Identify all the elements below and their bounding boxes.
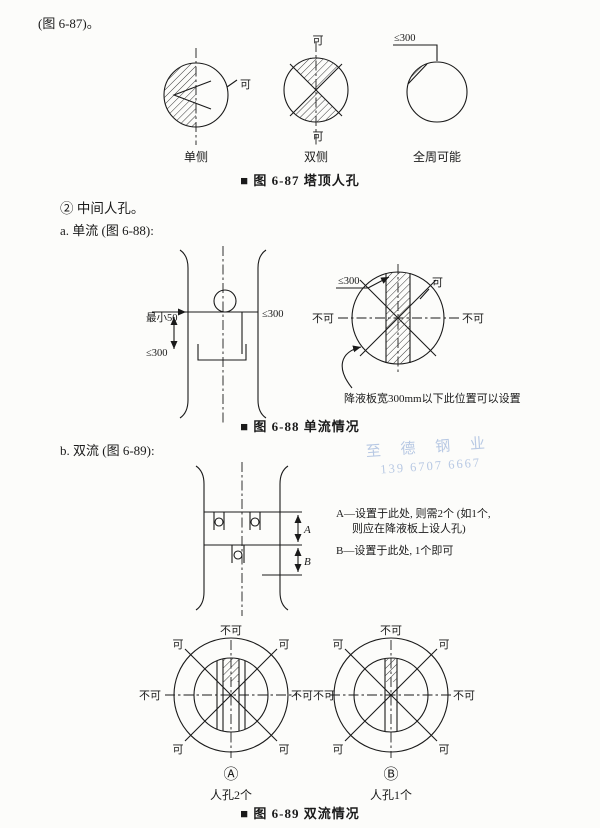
tray-circle (193, 657, 269, 733)
circle-b-tag: Ⓑ (383, 767, 399, 783)
hatch-region (293, 90, 339, 123)
section-heading-middle-manhole: ② 中间人孔。 (60, 201, 145, 216)
label-ok: 可 (439, 639, 450, 651)
manhole-circle-full (406, 61, 468, 123)
label-no: 不可 (453, 690, 475, 702)
shell-line (279, 465, 289, 611)
hatch-region (293, 57, 339, 90)
label-variant-double: 双侧 (304, 150, 328, 164)
label-min50: 最小50 (146, 312, 178, 324)
diagonal-line (344, 648, 438, 742)
hatch-region (164, 63, 196, 127)
tray-circle (353, 657, 429, 733)
label-ok: 可 (333, 744, 344, 756)
circle-a-caption: Ⓐ 人孔2个 (171, 768, 291, 803)
label-le300: ≤300 (338, 276, 360, 287)
label-ok: 可 (240, 79, 251, 91)
label-no: 不可 (312, 313, 334, 325)
weir-circle (233, 550, 243, 560)
shell-circle (173, 637, 289, 753)
label-le300: ≤300 (394, 33, 416, 44)
label-no: 不可 (462, 313, 484, 325)
hatch-region (386, 272, 410, 364)
label-dim-a: A (303, 524, 311, 536)
fig-6-89-note-b: B—设置于此处, 1个即可 (336, 545, 454, 557)
label-ok: 可 (279, 639, 290, 651)
shell-line (257, 249, 267, 419)
label-variant-single: 单侧 (184, 150, 208, 164)
chord-line (407, 63, 428, 85)
fig-6-88-note: 降液板宽300mm以下此位置可以设置 (344, 393, 521, 405)
label-ok: 可 (173, 744, 184, 756)
label-ok: 可 (333, 639, 344, 651)
seal-pan (197, 344, 247, 361)
leader-line (419, 288, 430, 300)
diagonal-line (184, 648, 278, 742)
leader-line (226, 79, 238, 88)
circle-a-label: 人孔2个 (209, 788, 252, 802)
weir-circle (214, 517, 224, 527)
shell-line (195, 465, 205, 611)
fig-6-89-note-a1: A—设置于此处, 则需2个 (如1个, (336, 508, 491, 520)
fig-6-89-circle-a (165, 637, 297, 758)
label-no: 不可 (220, 625, 242, 637)
weir-circle (250, 517, 260, 527)
subsection-single-flow: a. 单流 (图 6-88): (60, 223, 154, 238)
intro-text: (图 6-87)。 (38, 16, 100, 31)
subsection-double-flow: b. 双流 (图 6-89): (60, 443, 155, 458)
circle-b-caption: Ⓑ 人孔1个 (331, 768, 451, 803)
label-no: 不可 (380, 625, 402, 637)
label-no: 不可 (139, 690, 161, 702)
dimension-line (393, 44, 438, 61)
fig-6-89-circle-b (330, 637, 452, 758)
label-ok: 可 (439, 744, 450, 756)
leader-line (367, 276, 390, 289)
shell-circle (333, 637, 449, 753)
fig-6-89-vessel (195, 462, 302, 616)
shell-line (179, 249, 189, 419)
circle-a-tag: Ⓐ (223, 767, 239, 783)
fig-6-89-note-a2: 则应在降液板上设人孔) (352, 523, 466, 535)
label-le300: ≤300 (146, 348, 168, 359)
manhole-circle (213, 289, 237, 313)
fig-6-87-diagram (163, 42, 468, 147)
hatch-region (223, 658, 239, 682)
tray-circle (351, 271, 445, 365)
label-no: 不可 (313, 690, 335, 702)
circle-b-label: 人孔1个 (369, 788, 412, 802)
note-arrow (341, 345, 362, 389)
label-ok: 可 (173, 639, 184, 651)
label-ok: 可 (432, 277, 443, 289)
label-dim-b: B (304, 556, 311, 568)
hatch-region (385, 658, 397, 682)
fig-6-89-caption: ■ 图 6-89 双流情况 (240, 806, 360, 821)
fig-6-88-caption: ■ 图 6-88 单流情况 (240, 419, 360, 434)
label-no: 不可 (291, 690, 313, 702)
label-ok: 可 (313, 35, 324, 47)
label-variant-full: 全周可能 (413, 149, 461, 164)
diagonal-line (289, 63, 343, 117)
label-le300: ≤300 (262, 309, 284, 320)
fig-6-87-caption: ■ 图 6-87 塔顶人孔 (240, 173, 360, 188)
label-ok: 可 (279, 744, 290, 756)
fig-6-88-diagram (152, 246, 460, 424)
label-ok: 可 (313, 131, 324, 143)
chevron-line (172, 80, 212, 110)
